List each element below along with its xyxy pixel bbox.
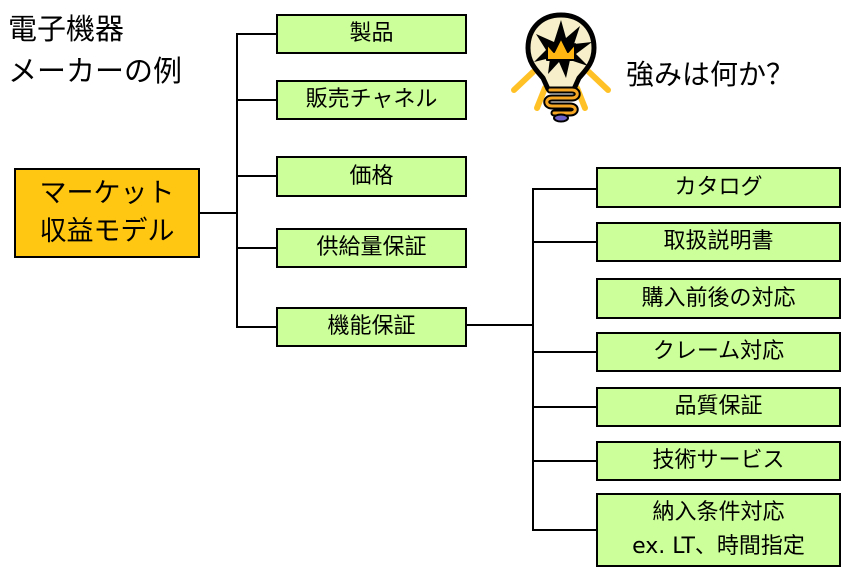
- node-pre-post-purchase-support: 購入前後の対応: [596, 278, 841, 319]
- node-quality-guarantee: 品質保証: [596, 387, 841, 427]
- node-instruction-manual: 取扱説明書: [596, 222, 841, 262]
- node-catalog: カタログ: [596, 167, 841, 208]
- page-title-line-2: メーカーの例: [8, 54, 183, 88]
- node-technical-service: 技術サービス: [596, 441, 841, 481]
- node-product: 製品: [276, 14, 467, 54]
- page-title-line-1: 電子機器: [8, 12, 125, 46]
- node-delivery-conditions: 納入条件対応 ex. LT、時間指定: [596, 493, 841, 567]
- node-delivery-conditions-line-1: 納入条件対応: [652, 500, 785, 525]
- node-market-revenue-model-line-1: マーケット: [39, 178, 175, 209]
- question-text: 強みは何か？: [626, 58, 795, 91]
- node-price: 価格: [276, 156, 467, 197]
- light-bulb-icon: [511, 12, 611, 123]
- page-title: 電子機器 メーカーの例: [8, 8, 182, 92]
- node-sales-channel: 販売チャネル: [276, 80, 467, 120]
- node-market-revenue-model-line-2: 収益モデル: [39, 216, 175, 247]
- node-delivery-conditions-line-2: ex. LT、時間指定: [632, 534, 805, 559]
- node-function-guarantee: 機能保証: [276, 307, 467, 347]
- node-market-revenue-model: マーケット 収益モデル: [14, 168, 200, 258]
- node-claim-handling: クレーム対応: [596, 332, 841, 372]
- node-supply-guarantee: 供給量保証: [276, 228, 467, 268]
